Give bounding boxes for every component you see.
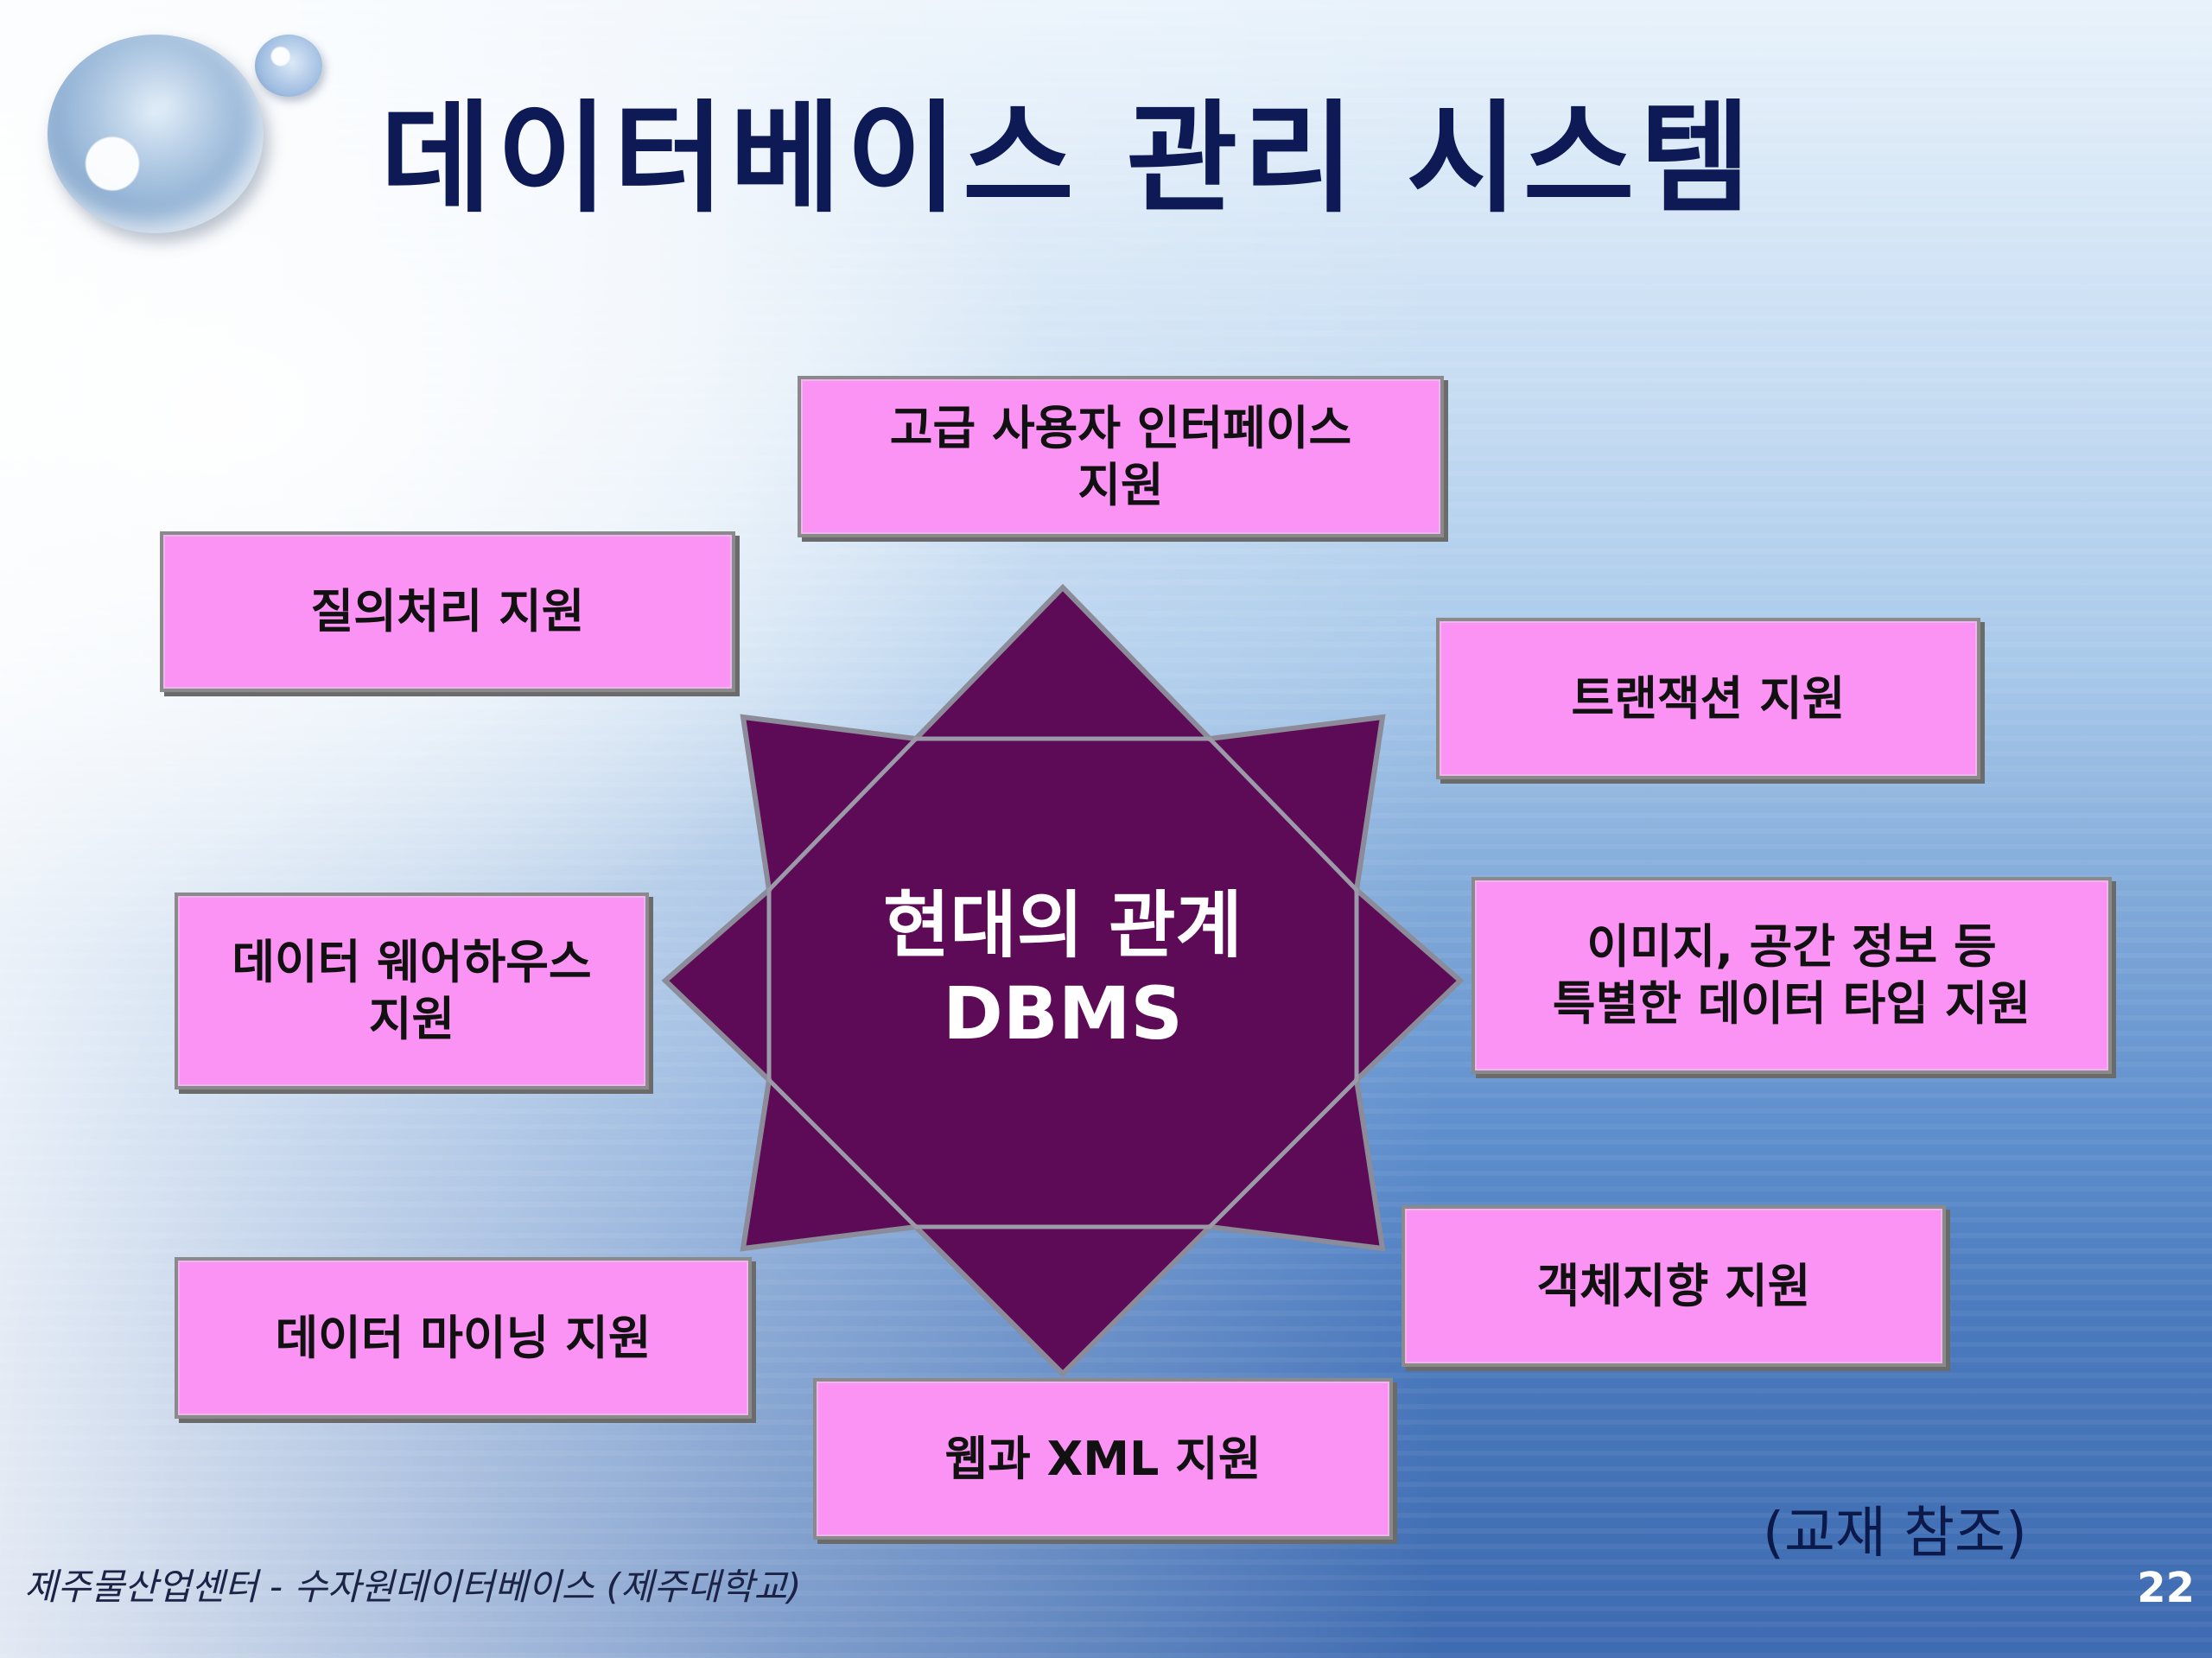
center-line-2: DBMS [943,971,1183,1056]
water-drop-small-icon [255,35,322,97]
center-label: 현대의 관계 DBMS [830,881,1296,1071]
box-special-data-types: 이미지, 공간 정보 등 특별한 데이터 타입 지원 [1471,877,2112,1074]
box-special-data-types-label: 이미지, 공간 정보 등 특별한 데이터 타입 지원 [1552,919,2031,1031]
box-query-processing-label: 질의처리 지원 [310,584,585,638]
box-advanced-ui: 고급 사용자 인터페이스 지원 [798,376,1444,537]
box-web-xml-label: 웹과 XML 지원 [944,1431,1262,1486]
box-web-xml: 웹과 XML 지원 [813,1378,1393,1540]
page-number: 22 [2137,1564,2195,1612]
center-line-1: 현대의 관계 [883,883,1243,968]
box-object-oriented: 객체지향 지원 [1402,1205,1946,1367]
box-data-warehouse-label: 데이터 웨어하우스 지원 [232,935,592,1046]
textbook-reference: (교재 참조) [1763,1502,2027,1566]
star-inner-octagon [766,736,1359,1229]
water-drop-large-icon [48,35,264,233]
box-data-warehouse: 데이터 웨어하우스 지원 [175,893,649,1089]
box-transaction: 트랜잭션 지원 [1436,618,1980,779]
box-data-mining-label: 데이터 마이닝 지원 [275,1310,652,1365]
star-shape [661,583,1465,1378]
box-advanced-ui-label: 고급 사용자 인터페이스 지원 [889,400,1352,512]
box-data-mining: 데이터 마이닝 지원 [175,1257,752,1419]
box-query-processing: 질의처리 지원 [160,531,735,692]
slide-title: 데이터베이스 관리 시스템 [380,89,1757,230]
box-transaction-label: 트랜잭션 지원 [1571,670,1846,726]
box-object-oriented-label: 객체지향 지원 [1536,1258,1811,1313]
footer-text: 제주물산업센터 - 수자원데이터베이스 (제주대학교) [24,1566,802,1608]
